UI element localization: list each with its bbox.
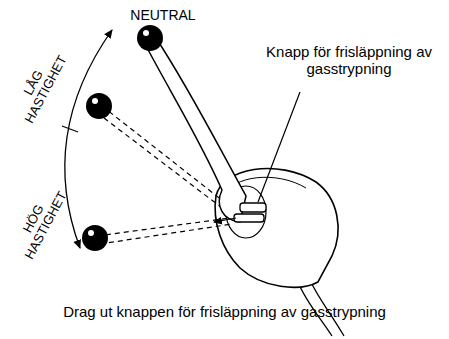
part-label: Knapp för frisläppning av gasstrypning: [258, 44, 440, 77]
release-button: [234, 214, 264, 222]
pull-arrow: [214, 218, 236, 222]
release-button: [240, 203, 266, 212]
range-tick: [62, 126, 78, 132]
caption: Drag ut knappen för frisläppning av gass…: [0, 304, 449, 321]
range-arc: [65, 30, 112, 248]
lever-knob: [137, 25, 163, 51]
leader-line: [258, 92, 300, 202]
position-label: HÖG HASTIGHET: [9, 180, 72, 264]
lever-high-position: [100, 224, 232, 244]
position-label: NEUTRAL: [118, 8, 208, 23]
lever-knob: [82, 225, 108, 251]
knob-highlight: [143, 30, 149, 36]
knob-highlight: [88, 230, 94, 236]
knob-highlight: [92, 98, 98, 104]
position-label: LÅG HASTIGHET: [9, 44, 72, 128]
lever-knob: [86, 93, 112, 119]
control-lever: [145, 38, 246, 222]
